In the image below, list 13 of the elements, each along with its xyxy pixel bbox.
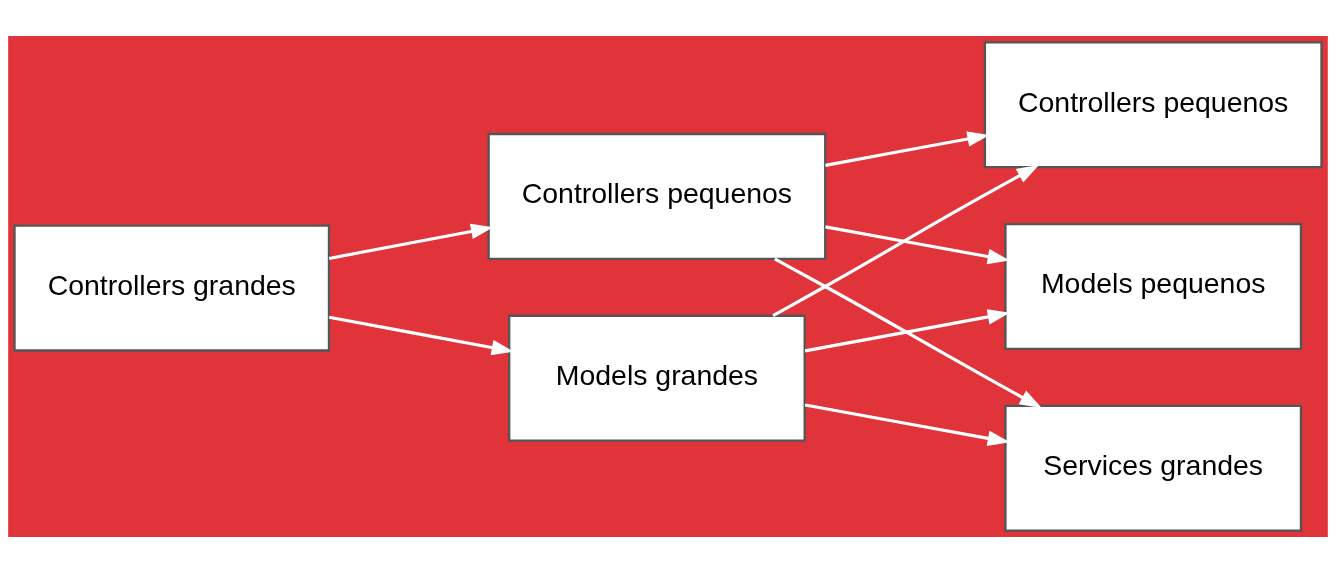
node-box: Models grandes — [508, 314, 806, 442]
node-box: Services grandes — [1004, 404, 1303, 532]
node-box: Models pequenos — [1004, 222, 1303, 351]
arrow — [825, 225, 1010, 265]
node-box: Controllers pequenos — [487, 132, 827, 261]
node-box: Controllers grandes — [13, 224, 331, 352]
arrow — [328, 315, 514, 356]
arrow — [804, 403, 1010, 446]
node-box: Controllers pequenos — [983, 41, 1323, 169]
arrow — [825, 131, 990, 167]
arrow — [772, 165, 1039, 317]
arrow — [774, 257, 1042, 409]
arrow — [804, 309, 1010, 353]
